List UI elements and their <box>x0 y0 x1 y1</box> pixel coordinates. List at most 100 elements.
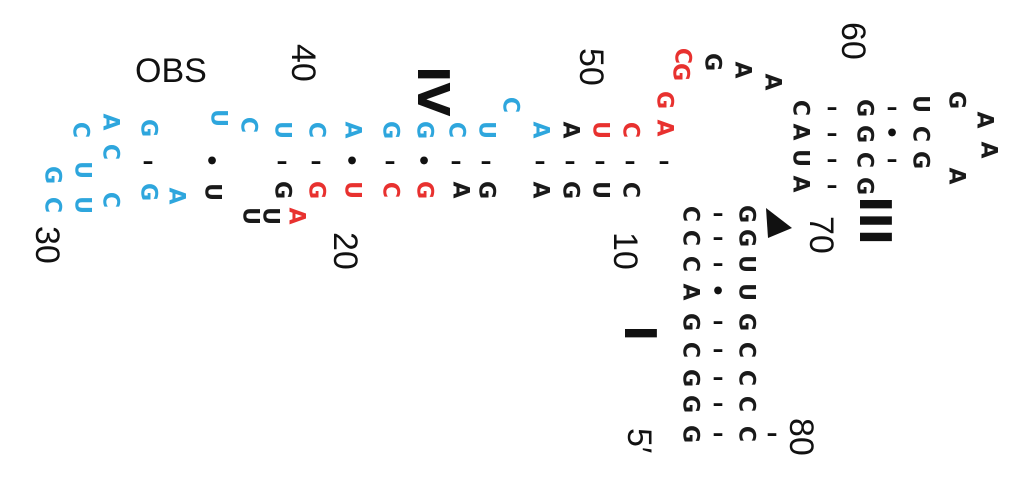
nucleotide-stem-i-right: G <box>734 229 759 247</box>
base-pair-symbol: – <box>887 148 898 173</box>
base-pair-symbol: – <box>713 202 724 227</box>
nucleotide-stem-i-right: U <box>734 283 759 301</box>
nucleotide-stem-iii-mid: C <box>852 152 877 168</box>
base-pair-symbol: – <box>827 122 838 147</box>
five-prime-label: 5′ <box>620 428 658 453</box>
nucleotide-top-strand: G <box>412 121 437 139</box>
nucleotide-top-strand: U <box>270 121 295 139</box>
nucleotide-stem-i-left: G <box>678 369 703 387</box>
nucleotide-loop-left: U <box>70 196 95 214</box>
nucleotide-bottom-strand: G <box>474 181 499 199</box>
nucleotide-stem-i-left: G <box>678 395 703 413</box>
base-pair-symbol: • <box>345 150 359 175</box>
nucleotide-loop-left: C <box>40 197 65 213</box>
nucleotide-stem-i-left: C <box>678 256 703 272</box>
nucleotide-stem-iii-left: A <box>788 175 813 192</box>
nucleotide-stem-iii-mid: G <box>852 125 877 143</box>
base-pair-symbol: – <box>451 150 462 175</box>
base-pair-symbol: – <box>713 310 724 335</box>
nucleotide-bottom-strand: G <box>136 183 161 201</box>
nucleotide-stem-iii-right: C <box>908 126 933 142</box>
nucleotide-bottom-strand: U <box>200 183 225 201</box>
nucleotide-bottom-strand: C <box>378 182 403 198</box>
nucleotide-loop-left: C <box>98 144 123 160</box>
nucleotide-top-strand: C <box>618 122 643 138</box>
nucleotide-top-strand: G <box>136 119 161 137</box>
nucleotide-stem-iii-right: U <box>908 95 933 113</box>
nucleotide-top-strand: A <box>340 121 365 138</box>
nucleotide-bottom-strand: G <box>558 181 583 199</box>
nucleotide-stem-i-left: C <box>678 230 703 246</box>
nucleotide-top-strand: G <box>378 121 403 139</box>
base-pair-symbol: – <box>481 150 492 175</box>
base-pair-symbol: – <box>713 226 724 251</box>
nucleotide-top-strand: C <box>670 48 695 64</box>
base-pair-symbol: – <box>659 150 670 175</box>
nucleotide-loop-iii: A <box>976 141 1001 158</box>
base-pair-symbol: – <box>535 150 546 175</box>
nucleotide-loop-left: G <box>40 166 65 184</box>
nucleotide-loop-left: A <box>98 113 123 130</box>
nucleotide-bottom-strand: A <box>448 181 473 198</box>
nucleotide-stem-i-right: G <box>734 313 759 331</box>
nucleotide-top-strand: C <box>444 122 469 138</box>
base-pair-symbol: • <box>417 150 431 175</box>
base-pair-symbol: – <box>827 174 838 199</box>
base-pair-symbol: – <box>713 252 724 277</box>
nucleotide-stem-i-left: C <box>678 342 703 358</box>
nucleotide-loop-left: U <box>70 161 95 179</box>
nucleotide-stem-i-left: G <box>678 425 703 443</box>
nucleotide-stem-i-right: C <box>734 370 759 386</box>
position-40: 40 <box>284 44 322 82</box>
nucleotide-stem-iii-left: C <box>788 100 813 116</box>
nucleotide-top-strand: U <box>588 121 613 139</box>
domain-i-label: I <box>614 325 665 341</box>
base-pair-symbol: • <box>885 122 899 147</box>
base-pair-symbol: – <box>827 148 838 173</box>
nucleotide-loop-left: C <box>68 122 93 138</box>
position-70: 70 <box>802 216 840 254</box>
base-pair-symbol: – <box>311 150 322 175</box>
nucleotide-stem-i-left: C <box>678 206 703 222</box>
nucleotide-stem-iii-right: G <box>908 151 933 169</box>
nucleotide-bottom-strand: A <box>284 207 309 224</box>
cleavage-site-arrow-icon <box>766 208 792 238</box>
position-20: 20 <box>326 232 364 270</box>
nucleotide-top-strand: C <box>304 122 329 138</box>
nucleotide-top-strand: A <box>652 119 677 136</box>
base-pair-symbol: – <box>385 150 396 175</box>
base-pair-symbol: – <box>565 150 576 175</box>
nucleotide-bottom-strand: G <box>412 181 437 199</box>
nucleotide-top-strand: U <box>474 121 499 139</box>
nucleotide-top-strand: C <box>236 117 261 133</box>
domain-iii-label: III <box>849 196 900 245</box>
nucleotide-top-strand: A <box>528 121 553 138</box>
position-10: 10 <box>606 232 644 270</box>
nucleotide-top-strand: A <box>558 121 583 138</box>
nucleotide-top-strand: U <box>206 109 231 127</box>
nucleotide-bottom-strand: A <box>528 181 553 198</box>
nucleotide-top-strand: C <box>498 97 523 113</box>
base-pair-symbol: – <box>713 422 724 447</box>
nucleotide-bottom-strand: U <box>588 181 613 199</box>
nucleotide-stem-iii-left: U <box>788 149 813 167</box>
nucleotide-stem-i-right: C <box>734 396 759 412</box>
nucleotide-stem-i-right: C <box>734 426 759 442</box>
base-pair-symbol: – <box>713 338 724 363</box>
base-pair-symbol: – <box>595 150 606 175</box>
position-50: 50 <box>572 48 610 86</box>
nucleotide-bottom-strand: G <box>304 181 329 199</box>
nucleotide-bottom-strand: U <box>238 207 263 225</box>
nucleotide-stem-iii-left: A <box>730 61 755 78</box>
base-pair-symbol: – <box>143 150 154 175</box>
nucleotide-loop-left: C <box>98 192 123 208</box>
base-pair-symbol: • <box>205 150 219 175</box>
nucleotide-stem-iii-left: G <box>700 53 725 71</box>
nucleotide-loop-iii: A <box>972 111 997 128</box>
base-pair-symbol: – <box>713 366 724 391</box>
obs-label: OBS <box>135 52 207 90</box>
nucleotide-top-strand: G <box>652 91 677 109</box>
